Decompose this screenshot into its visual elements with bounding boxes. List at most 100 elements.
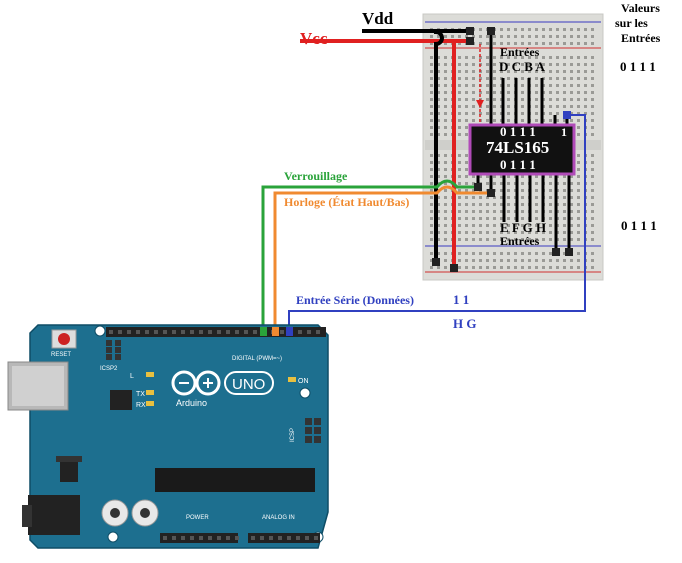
hole xyxy=(521,238,524,241)
hole xyxy=(521,252,524,255)
hole xyxy=(549,112,552,115)
led-on-label: ON xyxy=(298,378,309,385)
hole xyxy=(437,217,440,220)
hole xyxy=(542,266,545,269)
hole xyxy=(444,266,447,269)
hole xyxy=(472,266,475,269)
hole xyxy=(535,238,538,241)
hole xyxy=(465,266,468,269)
hole xyxy=(430,210,433,213)
hole xyxy=(479,266,482,269)
hole xyxy=(486,98,489,101)
hole xyxy=(479,224,482,227)
hole xyxy=(305,436,312,443)
hole xyxy=(136,330,140,334)
hole xyxy=(584,91,587,94)
hole xyxy=(479,238,482,241)
hole xyxy=(430,252,433,255)
hole xyxy=(514,28,517,31)
hole xyxy=(199,536,203,540)
hole xyxy=(430,203,433,206)
hole xyxy=(535,189,538,192)
hole xyxy=(500,70,503,73)
hole xyxy=(528,259,531,262)
hole xyxy=(577,35,580,38)
hole xyxy=(563,217,566,220)
analog-label: ANALOG IN xyxy=(262,515,295,521)
hole xyxy=(437,238,440,241)
hole xyxy=(591,35,594,38)
valeurs-title-line1: Valeurs xyxy=(621,1,660,15)
hole xyxy=(465,105,468,108)
hole xyxy=(430,98,433,101)
hole xyxy=(507,259,510,262)
hole xyxy=(549,252,552,255)
hole xyxy=(507,203,510,206)
hole xyxy=(430,182,433,185)
hole xyxy=(521,224,524,227)
hole xyxy=(493,70,496,73)
hole xyxy=(127,330,131,334)
hole xyxy=(437,266,440,269)
serial-letters: H G xyxy=(453,316,476,331)
hole xyxy=(500,28,503,31)
hole xyxy=(528,224,531,227)
hole xyxy=(507,238,510,241)
hole xyxy=(563,119,566,122)
hole xyxy=(584,112,587,115)
hole xyxy=(577,182,580,185)
hole xyxy=(458,70,461,73)
entrees-top-title: Entrées xyxy=(500,45,540,59)
hole xyxy=(514,259,517,262)
hole xyxy=(493,119,496,122)
hole xyxy=(430,231,433,234)
hole xyxy=(563,105,566,108)
hole xyxy=(465,154,468,157)
hole xyxy=(465,63,468,66)
hole xyxy=(556,77,559,80)
hole xyxy=(535,224,538,227)
hole xyxy=(556,63,559,66)
hole xyxy=(465,189,468,192)
hole xyxy=(556,266,559,269)
hole xyxy=(458,35,461,38)
hole xyxy=(430,266,433,269)
led-tx-label: TX xyxy=(136,391,145,398)
hole xyxy=(472,182,475,185)
hole xyxy=(437,210,440,213)
hole xyxy=(486,259,489,262)
hole xyxy=(472,119,475,122)
hole xyxy=(507,266,510,269)
hole xyxy=(444,105,447,108)
hole xyxy=(208,536,212,540)
hole xyxy=(507,35,510,38)
hole xyxy=(444,98,447,101)
hole xyxy=(507,28,510,31)
hole xyxy=(217,536,221,540)
hole xyxy=(465,70,468,73)
hole xyxy=(493,105,496,108)
hole xyxy=(190,536,194,540)
hole xyxy=(521,210,524,213)
hole xyxy=(577,175,580,178)
hole xyxy=(521,196,524,199)
hole xyxy=(115,354,121,360)
hole xyxy=(591,28,594,31)
hole xyxy=(577,119,580,122)
hole xyxy=(458,91,461,94)
hole xyxy=(507,182,510,185)
hole xyxy=(591,203,594,206)
power-jack xyxy=(28,495,80,535)
hole xyxy=(305,536,309,540)
hole xyxy=(556,84,559,87)
hole xyxy=(584,77,587,80)
hole xyxy=(563,196,566,199)
hole xyxy=(486,224,489,227)
hole xyxy=(549,77,552,80)
hole xyxy=(479,203,482,206)
hole xyxy=(493,217,496,220)
hole xyxy=(577,77,580,80)
hole xyxy=(556,119,559,122)
hole xyxy=(570,84,573,87)
horloge-label: Horloge (État Haut/Bas) xyxy=(284,195,409,209)
